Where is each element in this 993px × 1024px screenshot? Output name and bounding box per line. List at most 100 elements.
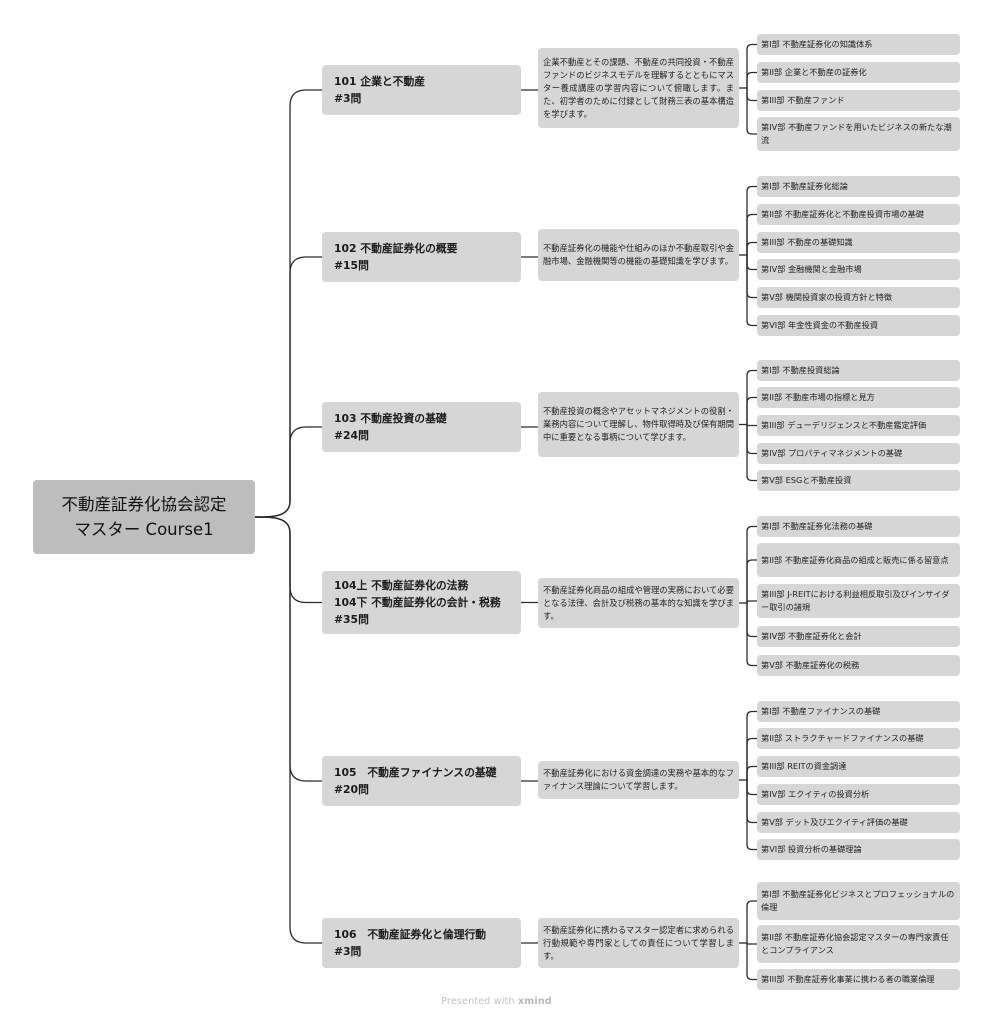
description-text: 不動産証券化商品の組成や管理の実務において必要となる法律、会計及び税務の基本的な… [543,584,734,621]
main-topic-104[interactable]: 104上 不動産証券化の法務 104下 不動産証券化の会計・税務 #35問 [322,571,521,634]
subtopic-text: 第II部 不動産市場の指標と見方 [761,392,875,402]
subtopic-103-4[interactable]: 第IV部 プロパティマネジメントの基礎 [757,443,960,464]
main-topic-101[interactable]: 101 企業と不動産 #3問 [322,65,521,115]
subtopic-102-5[interactable]: 第V部 機関投資家の投資方針と特徴 [757,287,960,308]
subtopic-105-5[interactable]: 第V部 デット及びエクイティ評価の基礎 [757,812,960,833]
main-topic-line: 105 不動産ファイナンスの基礎 [334,766,497,779]
subtopic-101-1[interactable]: 第I部 不動産証券化の知識体系 [757,34,960,55]
main-topic-line: 106 不動産証券化と倫理行動 [334,928,487,941]
description-106[interactable]: 不動産証券化に携わるマスター認定者に求められる行動規範や専門家としての責任につい… [538,918,739,968]
connector-line [746,255,757,299]
subtopic-text: 第II部 不動産証券化協会認定マスターの専門家責任とコンプライアンス [761,932,949,955]
connector-line [746,88,757,102]
subtopic-101-2[interactable]: 第II部 企業と不動産の証券化 [757,62,960,83]
subtopic-text: 第IV部 金融機関と金融市場 [761,264,862,274]
description-102[interactable]: 不動産証券化の機能や仕組みのほか不動産取引や金融市場、金融機関等の機能の基礎知識… [538,229,739,281]
main-topic-line: 103 不動産投資の基礎 [334,412,447,425]
subtopic-text: 第II部 不動産証券化と不動産投資市場の基礎 [761,209,924,219]
connector-line [254,516,322,944]
connector-line [746,710,757,780]
description-103[interactable]: 不動産投資の概念やアセットマネジメントの役割・業務内容について理解し、物件取得時… [538,392,739,457]
subtopic-102-1[interactable]: 第I部 不動産証券化総論 [757,176,960,197]
main-topic-line: #15問 [334,259,369,272]
connector-line [746,424,757,482]
main-topic-line: 101 企業と不動産 [334,75,426,88]
main-topic-line: #3問 [334,92,362,105]
subtopic-102-4[interactable]: 第IV部 金融機関と金融市場 [757,259,960,280]
root-topic[interactable]: 不動産証券化協会認定 マスター Course1 [33,480,255,554]
subtopic-102-2[interactable]: 第II部 不動産証券化と不動産投資市場の基礎 [757,204,960,225]
subtopic-text: 第IV部 プロパティマネジメントの基礎 [761,448,903,458]
connector-line [254,89,322,518]
description-text: 不動産証券化における資金調達の実務や基本的なファイナンス理論について学習します。 [543,768,734,791]
main-topic-105[interactable]: 105 不動産ファイナンスの基礎 #20問 [322,756,521,806]
subtopic-105-1[interactable]: 第I部 不動産ファイナンスの基礎 [757,701,960,722]
footer-prefix: Presented with [441,996,515,1007]
subtopic-105-4[interactable]: 第IV部 エクイティの投資分析 [757,784,960,805]
connector-line [746,737,757,780]
subtopic-106-2[interactable]: 第II部 不動産証券化協会認定マスターの専門家責任とコンプライアンス [757,925,960,963]
connector-line [746,255,757,271]
subtopic-text: 第I部 不動産証券化総論 [761,181,848,191]
subtopic-104-1[interactable]: 第I部 不動産証券化法務の基礎 [757,516,960,537]
description-101[interactable]: 企業不動産とその課題、不動産の共同投資・不動産ファンドのビジネスモデルを理解する… [538,48,739,128]
description-text: 企業不動産とその課題、不動産の共同投資・不動産ファンドのビジネスモデルを理解する… [543,56,734,119]
subtopic-105-6[interactable]: 第VI部 投資分析の基礎理論 [757,839,960,860]
connector-line [254,516,322,782]
connector-line [746,603,757,638]
xmind-logo: xmind [517,996,552,1007]
subtopic-text: 第II部 ストラクチャードファイナンスの基礎 [761,733,924,743]
subtopic-text: 第I部 不動産証券化法務の基礎 [761,521,873,531]
main-topic-line: #24問 [334,429,369,442]
subtopic-104-5[interactable]: 第V部 不動産証券化の税務 [757,655,960,676]
connector-line [746,424,757,455]
description-text: 不動産証券化に携わるマスター認定者に求められる行動規範や専門家としての責任につい… [543,924,734,961]
subtopic-text: 第II部 不動産証券化商品の組成と販売に係る留意点 [761,554,949,565]
subtopic-105-3[interactable]: 第III部 REITの資金調達 [757,756,960,777]
subtopic-text: 第III部 不動産ファンド [761,95,845,105]
subtopic-106-3[interactable]: 第III部 不動産証券化事業に携わる者の職業倫理 [757,969,960,990]
description-104[interactable]: 不動産証券化商品の組成や管理の実務において必要となる法律、会計及び税務の基本的な… [538,578,739,628]
subtopic-text: 第VI部 年金性資金の不動産投資 [761,320,879,330]
subtopic-text: 第IV部 不動産証券化と会計 [761,631,862,641]
main-topic-102[interactable]: 102 不動産証券化の概要 #15問 [322,232,521,282]
subtopic-101-4[interactable]: 第IV部 不動産ファンドを用いたビジネスの新たな潮流 [757,117,960,151]
subtopic-104-2[interactable]: 第II部 不動産証券化商品の組成と販売に係る留意点 [757,543,960,577]
connector-line [746,780,757,796]
subtopic-text: 第I部 不動産証券化ビジネスとプロフェッショナルの倫理 [761,889,955,912]
footer-credit: Presented with xmind [0,996,993,1007]
connector-line [746,255,757,327]
connector-line [254,256,322,518]
subtopic-text: 第III部 REITの資金調達 [761,761,847,771]
subtopic-103-1[interactable]: 第I部 不動産投資総論 [757,360,960,381]
connector-line [746,71,757,88]
connector-line [746,43,757,88]
main-topic-103[interactable]: 103 不動産投資の基礎 #24問 [322,402,521,452]
main-topic-106[interactable]: 106 不動産証券化と倫理行動 #3問 [322,918,521,968]
subtopic-103-3[interactable]: 第III部 デューデリジェンスと不動産鑑定評価 [757,415,960,436]
main-topic-line: 104上 不動産証券化の法務 [334,579,469,592]
main-topic-line: #3問 [334,945,362,958]
subtopic-106-1[interactable]: 第I部 不動産証券化ビジネスとプロフェッショナルの倫理 [757,882,960,920]
description-105[interactable]: 不動産証券化における資金調達の実務や基本的なファイナンス理論について学習します。 [538,761,739,799]
subtopic-102-6[interactable]: 第VI部 年金性資金の不動産投資 [757,315,960,336]
description-text: 不動産証券化の機能や仕組みのほか不動産取引や金融市場、金融機関等の機能の基礎知識… [543,243,734,266]
subtopic-102-3[interactable]: 第III部 不動産の基礎知識 [757,232,960,253]
subtopic-101-3[interactable]: 第III部 不動産ファンド [757,90,960,111]
subtopic-103-5[interactable]: 第V部 ESGと不動産投資 [757,470,960,491]
subtopic-text: 第III部 不動産の基礎知識 [761,237,853,247]
main-topic-line: #35問 [334,613,369,626]
subtopic-103-2[interactable]: 第II部 不動産市場の指標と見方 [757,387,960,408]
subtopic-104-3[interactable]: 第III部 J-REITにおける利益相反取引及びインサイダー取引の諸規 [757,584,960,618]
subtopic-104-4[interactable]: 第IV部 不動産証券化と会計 [757,626,960,647]
subtopic-105-2[interactable]: 第II部 ストラクチャードファイナンスの基礎 [757,728,960,749]
subtopic-text: 第V部 デット及びエクイティ評価の基礎 [761,817,908,827]
main-topic-line: #20問 [334,783,369,796]
main-topic-line: 102 不動産証券化の概要 [334,242,458,255]
subtopic-text: 第V部 機関投資家の投資方針と特徴 [761,292,893,302]
subtopic-text: 第III部 J-REITにおける利益相反取引及びインサイダー取引の諸規 [761,589,950,612]
subtopic-text: 第V部 不動産証券化の税務 [761,660,860,670]
subtopic-text: 第I部 不動産証券化の知識体系 [761,39,873,49]
connector-line [746,603,757,667]
connector-line [746,88,757,135]
